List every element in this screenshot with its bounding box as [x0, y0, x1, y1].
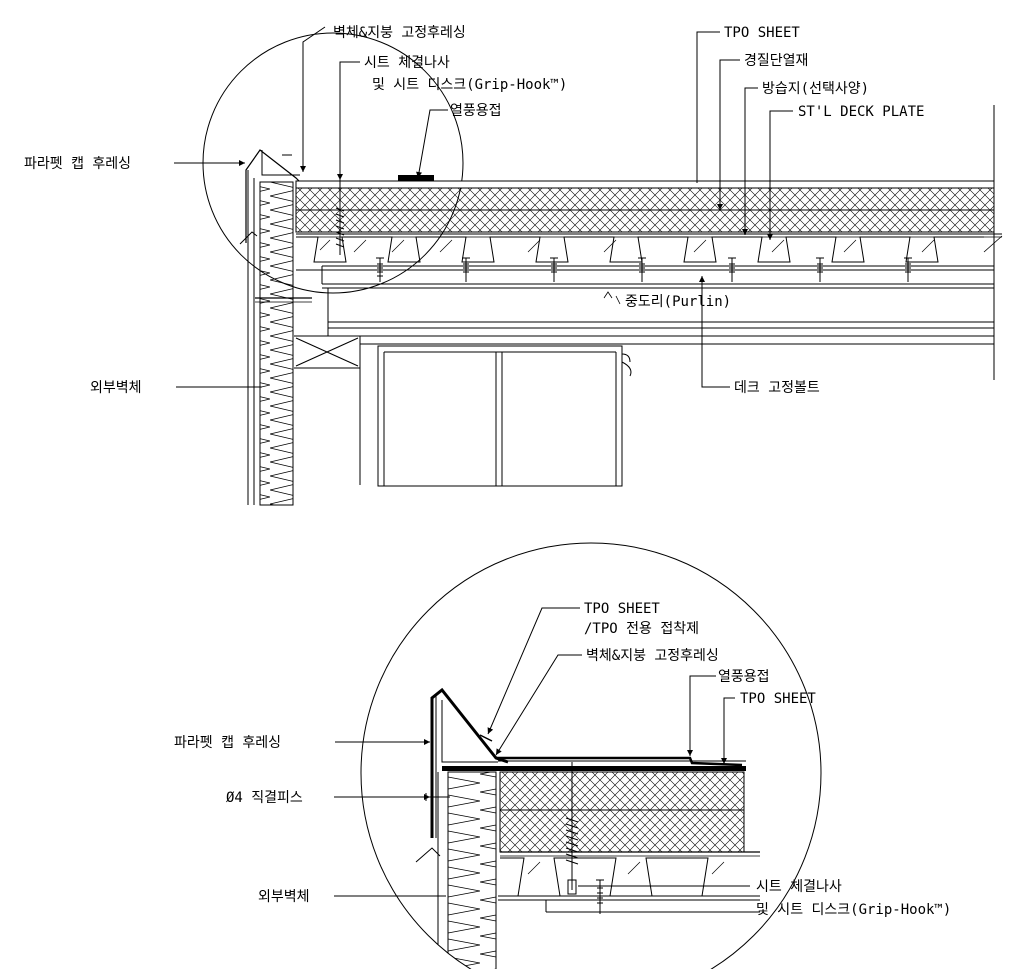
- sheet-screw-top: [335, 178, 345, 255]
- label-hot-air-weld-top: 열풍용접: [450, 103, 502, 119]
- bottom-detail: TPO SHEET /TPO 전용 접착제 벽체&지붕 고정후레싱 열풍용접 T…: [174, 542, 951, 969]
- label-deck-plate-top: ST'L DECK PLATE: [798, 104, 924, 120]
- exterior-wall-bottom: [437, 771, 497, 969]
- label-purlin-top: 중도리(Purlin): [625, 294, 731, 310]
- steel-deck-plate-bottom: [500, 857, 744, 897]
- label-wall-roof-flashing-top: 벽체&지붕 고정후레싱: [333, 25, 466, 41]
- label-tpo-sheet-line1-bottom: TPO SHEET: [584, 601, 660, 617]
- label-vapor-barrier-top: 방습지(선택사양): [762, 81, 869, 97]
- label-exterior-wall-top: 외부벽체: [90, 380, 142, 396]
- sheet-screw-bottom: [565, 762, 579, 895]
- label-tpo-adhesive-bottom: /TPO 전용 접착제: [584, 621, 699, 637]
- label-tpo-sheet-bottom: TPO SHEET: [740, 691, 816, 707]
- label-parapet-cap-bottom: 파라펫 캡 후레싱: [174, 735, 281, 751]
- tpo-sheet-top: [295, 180, 995, 189]
- parapet-cap-flashing-bottom: [430, 687, 509, 838]
- tpo-sheet-bottom: [442, 766, 746, 771]
- label-tpo-sheet-top: TPO SHEET: [724, 25, 800, 41]
- label-sheet-disc-bottom: 및 시트 디스크(Grip-Hook™): [756, 902, 951, 918]
- top-detail: 벽체&지붕 고정후레싱 시트 체결나사 및 시트 디스크(Grip-Hook™)…: [24, 25, 1003, 506]
- label-hot-air-weld-bottom: 열풍용접: [718, 669, 770, 685]
- purlin-top: [296, 265, 994, 289]
- label-self-drill-screw-bottom: Ø4 직결피스: [226, 790, 303, 806]
- label-deck-bolt-top: 데크 고정볼트: [734, 380, 820, 396]
- rigid-insulation-bottom: [499, 771, 745, 853]
- label-rigid-insulation-top: 경질단열재: [744, 53, 808, 69]
- label-exterior-wall-bottom: 외부벽체: [258, 889, 310, 905]
- exterior-wall-top: [247, 170, 312, 506]
- label-wall-roof-flashing-bottom: 벽체&지붕 고정후레싱: [586, 648, 719, 664]
- label-sheet-screw-bottom: 시트 체결나사: [756, 879, 842, 895]
- detail-circle-bottom: [360, 542, 822, 969]
- parapet-cap-flashing-top: [245, 149, 300, 243]
- label-sheet-disc-top: 및 시트 디스크(Grip-Hook™): [372, 77, 567, 93]
- steel-deck-plate-top: [296, 236, 984, 263]
- label-parapet-cap-top: 파라펫 캡 후레싱: [24, 156, 131, 172]
- label-sheet-screw-top: 시트 체결나사: [364, 55, 450, 71]
- frame-top: [294, 288, 994, 487]
- deck-bolts-top: [376, 257, 912, 282]
